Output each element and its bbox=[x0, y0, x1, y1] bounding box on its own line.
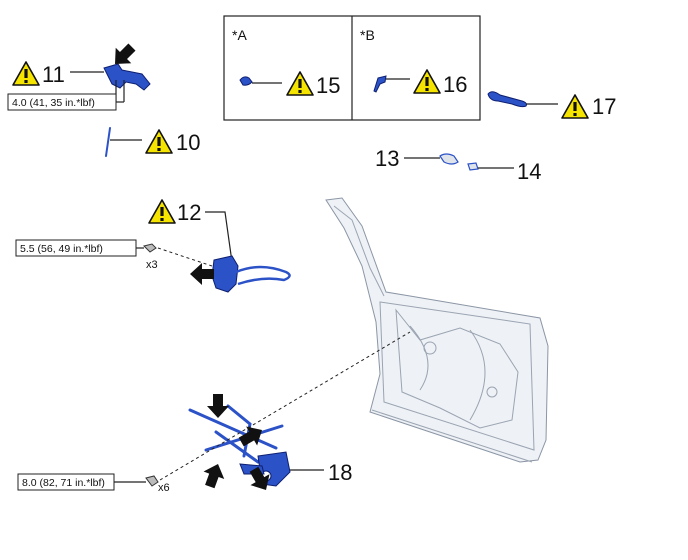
arrow-icon-12 bbox=[190, 263, 214, 285]
callout-11: 11 bbox=[42, 62, 65, 87]
torque-12: 5.5 (56, 49 in.*lbf) bbox=[20, 243, 103, 255]
qty-18: x6 bbox=[158, 482, 170, 494]
caution-icon-10 bbox=[145, 129, 173, 154]
box-b-label: *B bbox=[360, 27, 375, 43]
part-12-lock-assembly bbox=[211, 255, 239, 293]
screw-icon-12 bbox=[143, 243, 157, 253]
part-18-window-regulator bbox=[188, 404, 291, 487]
arrow-icon-18-right bbox=[235, 420, 268, 452]
torque-11: 4.0 (41, 35 in.*lbf) bbox=[12, 97, 95, 109]
callout-13: 13 bbox=[375, 146, 399, 171]
callout-18: 18 bbox=[328, 460, 352, 485]
part-17-outside-handle bbox=[487, 91, 527, 108]
screw-icon-18 bbox=[145, 475, 159, 487]
part-14 bbox=[467, 162, 479, 171]
arrow-icon-18-top bbox=[207, 394, 229, 418]
callout-16: 16 bbox=[443, 72, 467, 97]
part-15 bbox=[239, 76, 253, 86]
caution-icon-17 bbox=[561, 94, 589, 119]
part-13 bbox=[439, 153, 459, 165]
callout-17: 17 bbox=[592, 94, 616, 119]
qty-12: x3 bbox=[146, 259, 158, 271]
caution-icon-11 bbox=[12, 61, 40, 86]
part-12-cables bbox=[235, 265, 291, 286]
part-11 bbox=[103, 63, 151, 91]
callout-15: 15 bbox=[316, 73, 340, 98]
callout-10: 10 bbox=[176, 130, 200, 155]
part-16 bbox=[373, 75, 387, 93]
torque-box-11 bbox=[7, 93, 117, 111]
door-panel bbox=[325, 197, 549, 463]
part-10 bbox=[105, 127, 111, 157]
arrow-icon-18-left bbox=[199, 460, 229, 491]
callout-12: 12 bbox=[177, 200, 201, 225]
torque-18: 8.0 (82, 71 in.*lbf) bbox=[22, 477, 105, 489]
callout-14: 14 bbox=[517, 159, 541, 184]
box-a-label: *A bbox=[232, 27, 247, 43]
caution-icon-12 bbox=[148, 199, 176, 224]
